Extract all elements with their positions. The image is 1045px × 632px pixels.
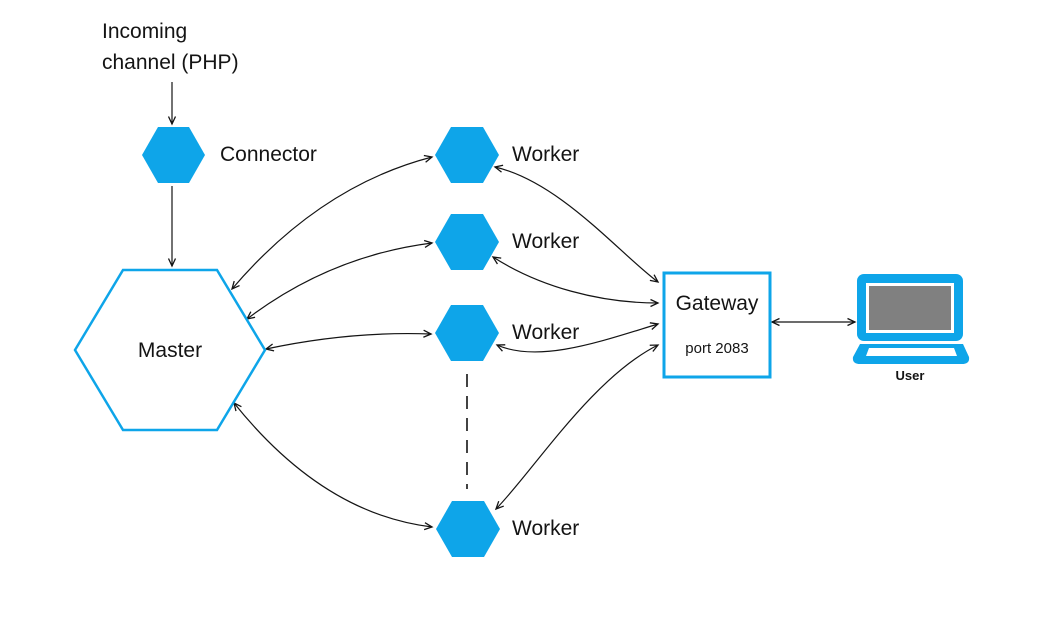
laptop-screen-display [869,286,951,330]
gateway-label: Gateway [675,292,759,315]
connector-hexagon-icon [142,127,205,183]
incoming-channel-label: Incoming channel (PHP) [102,16,239,78]
master-hexagon [73,268,267,432]
worker-1-label: Worker [512,143,580,166]
arrow-master-worker-2 [247,243,432,319]
arrow-master-worker-3 [266,334,431,349]
worker-2-hexagon-icon [435,214,499,270]
worker-3-label: Worker [512,321,580,344]
arrow-gateway-worker-4 [496,345,658,509]
laptop-keyboard-slot [866,348,957,356]
worker-3-hexagon-icon [435,305,499,361]
user-label: User [895,368,925,383]
worker-4-label: Worker [512,517,580,540]
worker-1-hexagon-icon [435,127,499,183]
master-label: Master [137,339,203,362]
gateway-box [662,271,772,379]
incoming-channel-line1: Incoming [102,20,188,43]
arrow-worker-2-gateway [493,257,658,303]
gateway-port-label: port 2083 [685,340,749,357]
worker-2-label: Worker [512,230,580,253]
incoming-channel-line2: channel (PHP) [102,51,239,74]
worker-4-hexagon-icon [436,501,500,557]
arrow-master-worker-4 [234,403,432,527]
user-laptop-icon [852,274,970,364]
connector-label: Connector [220,143,317,166]
arrow-worker-1-gateway [495,167,658,282]
